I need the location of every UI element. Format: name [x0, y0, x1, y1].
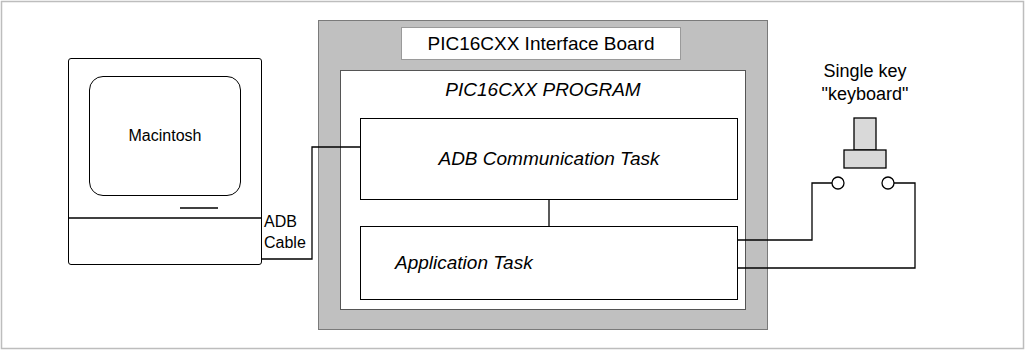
switch-contact: [882, 177, 894, 189]
task-label: ADB Communication Task: [361, 119, 737, 199]
connector: [262, 147, 360, 259]
switch-wire: [738, 183, 832, 240]
board-title: PIC16CXX Interface Board: [401, 27, 681, 60]
screen-label: Macintosh: [89, 76, 241, 196]
disk-slot: [180, 207, 218, 209]
computer-box: Macintosh: [68, 58, 262, 265]
switch-contact: [832, 177, 844, 189]
base-line: [68, 217, 262, 219]
task-box: ADB Communication Task: [360, 118, 738, 200]
program-box: ADB Communication TaskApplication Task PI…: [340, 70, 746, 310]
key-body: [844, 150, 886, 168]
switch-wire: [738, 183, 915, 268]
device-label: Single key "keyboard": [815, 60, 915, 106]
task-label: Application Task: [361, 227, 737, 299]
task-box: Application Task: [360, 226, 738, 300]
computer-drawing: [68, 58, 262, 265]
connector: [548, 200, 549, 226]
key-cap: [854, 118, 876, 150]
board-box: ADB Communication TaskApplication Task PI…: [318, 20, 768, 330]
program-heading: PIC16CXX PROGRAM: [341, 79, 745, 101]
cable-label: ADB Cable: [264, 211, 310, 253]
